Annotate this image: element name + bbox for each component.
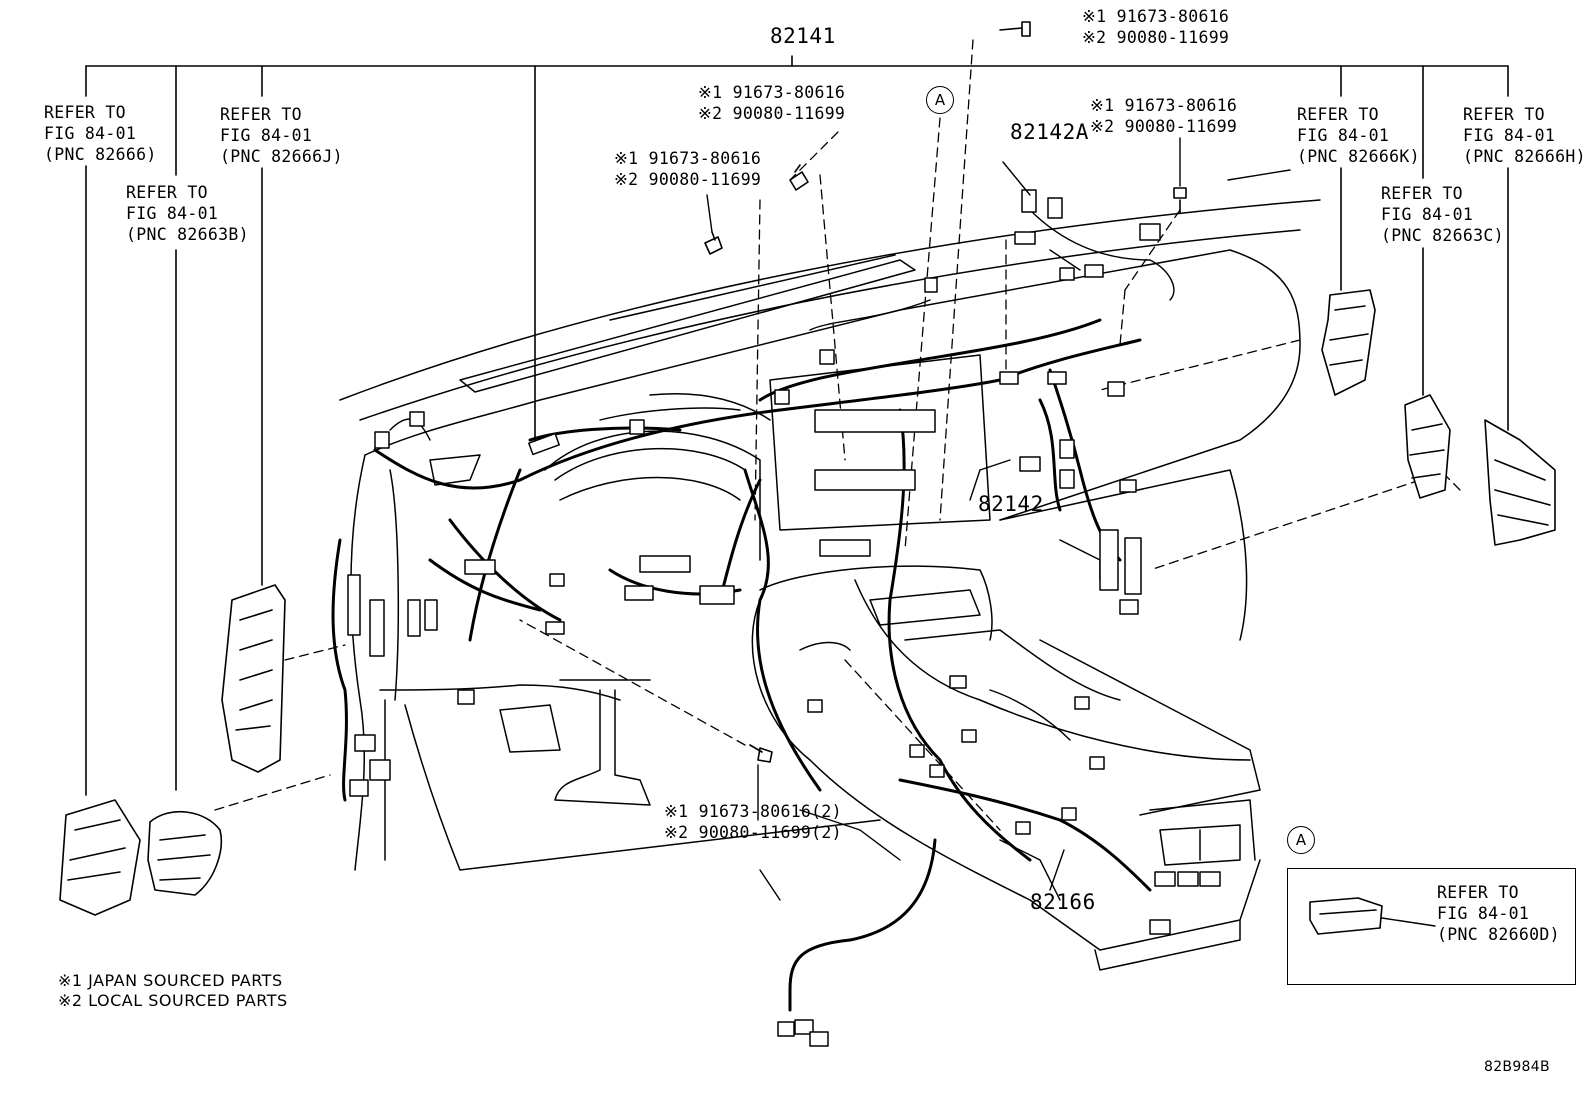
part-number-82141: 82141 [770,24,836,48]
ref-label-pnc-82666k: REFER TO FIG 84-01 (PNC 82666K) [1297,105,1420,166]
inset-detail-box [1287,868,1576,985]
dashboard-outline [339,199,1321,971]
part-number-82166: 82166 [1030,890,1096,914]
bolt-callout-right-center: ※1 91673-80616 ※2 90080-11699 [1090,96,1238,136]
ref-label-pnc-82663c: REFER TO FIG 84-01 (PNC 82663C) [1381,184,1504,245]
ref-label-pnc-82660d: REFER TO FIG 84-01 (PNC 82660D) [1437,883,1560,944]
bolt-callout-left-center: ※1 91673-80616 ※2 90080-11699 [614,149,762,189]
ref-label-pnc-82666j: REFER TO FIG 84-01 (PNC 82666J) [220,105,343,166]
part-number-82142a: 82142A [1010,120,1089,144]
harness-wires [331,318,1152,1012]
ref-label-pnc-82666h: REFER TO FIG 84-01 (PNC 82666H) [1463,105,1586,166]
connectors [347,189,1221,1047]
footnote-local-sourced: ※2 LOCAL SOURCED PARTS [58,991,288,1010]
bolts [704,21,1187,763]
view-marker-a-inset: A [1287,826,1315,854]
ref-label-pnc-82663b: REFER TO FIG 84-01 (PNC 82663B) [126,183,249,244]
figure-code: 82B984B [1484,1059,1550,1075]
part-number-82142: 82142 [978,492,1044,516]
view-marker-a: A [926,86,954,114]
bolt-callout-lower: ※1 91673-80616(2) ※2 90080-11699(2) [664,802,842,842]
footnote-japan-sourced: ※1 JAPAN SOURCED PARTS [58,971,283,990]
junction-blocks [59,289,1556,935]
bolt-callout-upper-center: ※1 91673-80616 ※2 90080-11699 [698,83,846,123]
bolt-callout-top: ※1 91673-80616 ※2 90080-11699 [1082,7,1230,47]
ref-label-pnc-82666: REFER TO FIG 84-01 (PNC 82666) [44,103,157,164]
main-part-leader-bracket [85,55,1509,441]
